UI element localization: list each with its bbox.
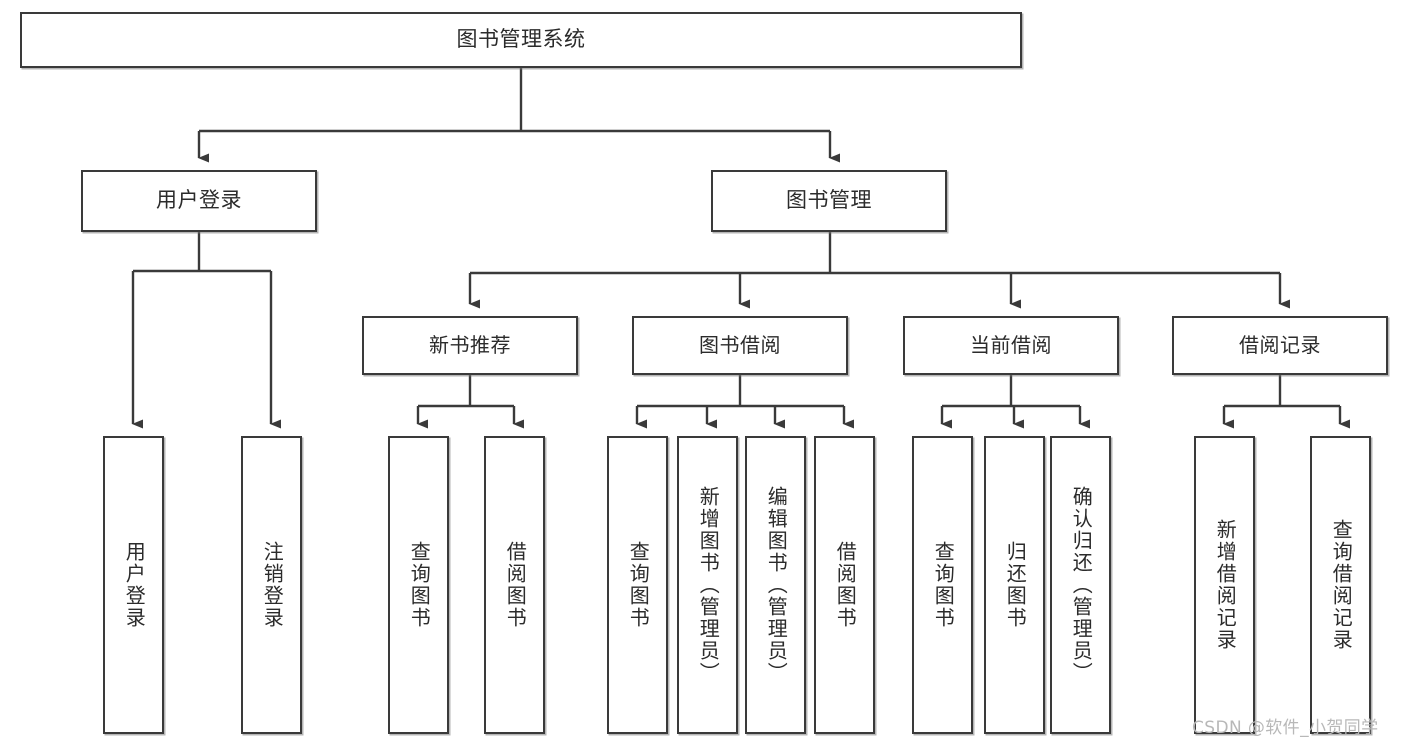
node-borrow-record-label: 借阅记录 <box>1239 333 1321 358</box>
leaf-borrow-book-2-label: 借阅图书 <box>833 541 858 629</box>
leaf-query-book-2[interactable]: 查询图书 <box>607 436 668 734</box>
node-new-book-rec-label: 新书推荐 <box>429 333 511 358</box>
leaf-add-book-label: 新增图书（管理员） <box>696 486 721 684</box>
leaf-query-book-2-label: 查询图书 <box>626 541 651 629</box>
node-root[interactable]: 图书管理系统 <box>20 12 1022 68</box>
leaf-edit-book-label: 编辑图书（管理员） <box>764 486 789 684</box>
leaf-confirm-return-label: 确认归还（管理员） <box>1069 486 1094 684</box>
leaf-return-book[interactable]: 归还图书 <box>984 436 1045 734</box>
node-book-borrow[interactable]: 图书借阅 <box>632 316 848 375</box>
node-book-manage-label: 图书管理 <box>786 188 872 213</box>
leaf-user-login[interactable]: 用户登录 <box>103 436 164 734</box>
node-book-manage[interactable]: 图书管理 <box>711 170 947 232</box>
node-user-login[interactable]: 用户登录 <box>81 170 317 232</box>
leaf-borrow-book-2[interactable]: 借阅图书 <box>814 436 875 734</box>
leaf-confirm-return[interactable]: 确认归还（管理员） <box>1050 436 1111 734</box>
leaf-return-book-label: 归还图书 <box>1003 541 1028 629</box>
node-new-book-rec[interactable]: 新书推荐 <box>362 316 578 375</box>
leaf-user-login-label: 用户登录 <box>122 541 147 629</box>
leaf-query-book-1-label: 查询图书 <box>407 541 432 629</box>
leaf-borrow-book-1-label: 借阅图书 <box>503 541 528 629</box>
node-root-label: 图书管理系统 <box>456 27 586 52</box>
leaf-add-record-label: 新增借阅记录 <box>1213 519 1238 651</box>
node-book-borrow-label: 图书借阅 <box>699 333 781 358</box>
leaf-add-record[interactable]: 新增借阅记录 <box>1194 436 1255 734</box>
leaf-add-book[interactable]: 新增图书（管理员） <box>677 436 738 734</box>
node-current-borrow[interactable]: 当前借阅 <box>903 316 1119 375</box>
leaf-logout-label: 注销登录 <box>260 541 285 629</box>
leaf-borrow-book-1[interactable]: 借阅图书 <box>484 436 545 734</box>
leaf-query-book-1[interactable]: 查询图书 <box>388 436 449 734</box>
leaf-query-book-3-label: 查询图书 <box>931 541 956 629</box>
leaf-logout[interactable]: 注销登录 <box>241 436 302 734</box>
leaf-query-book-3[interactable]: 查询图书 <box>912 436 973 734</box>
leaf-edit-book[interactable]: 编辑图书（管理员） <box>745 436 806 734</box>
leaf-query-record[interactable]: 查询借阅记录 <box>1310 436 1371 734</box>
node-current-borrow-label: 当前借阅 <box>970 333 1052 358</box>
node-user-login-label: 用户登录 <box>156 188 242 213</box>
node-borrow-record[interactable]: 借阅记录 <box>1172 316 1388 375</box>
watermark-text: CSDN @软件_小贺同学 <box>1192 718 1379 738</box>
leaf-query-record-label: 查询借阅记录 <box>1329 519 1354 651</box>
